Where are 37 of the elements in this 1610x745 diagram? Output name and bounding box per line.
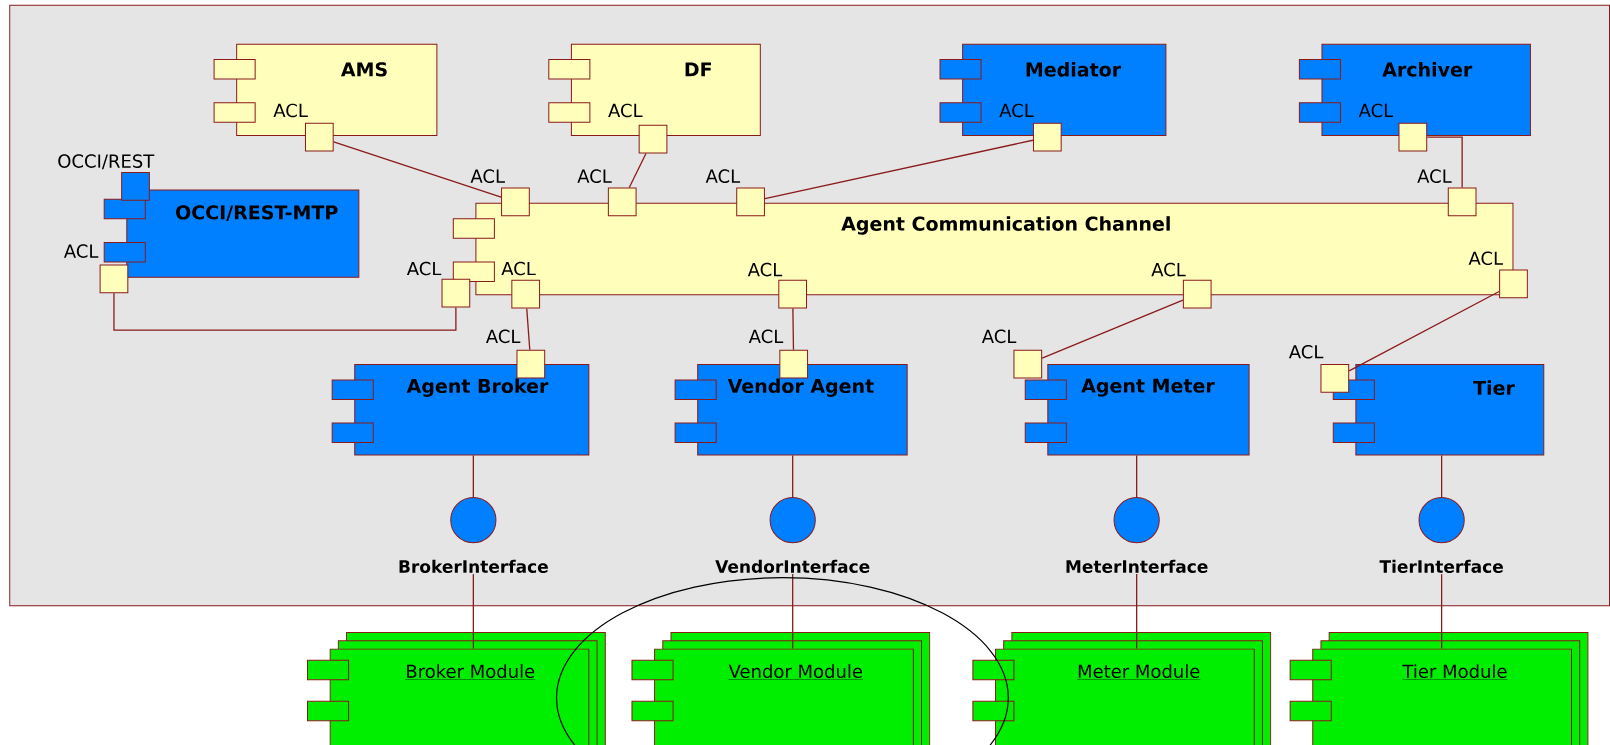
- component-box: Tier: [1332, 364, 1545, 456]
- node-label: ACL: [1468, 251, 1503, 266]
- node-label: ACL: [705, 169, 741, 183]
- node-label: BrokerInterface: [399, 559, 548, 573]
- node-label: ACL: [485, 329, 521, 344]
- node-label: ACL: [747, 262, 783, 277]
- component-box: Archiver ACL: [1298, 43, 1531, 137]
- node-label: OCCI/REST: [58, 154, 155, 170]
- node-label: ACL: [748, 329, 784, 344]
- node-label: ACL: [1417, 169, 1452, 183]
- node-label: ACL: [470, 169, 505, 183]
- node-label: ACL: [406, 261, 442, 276]
- node-label: ACL: [501, 261, 536, 276]
- module-stack: Meter Module: [972, 632, 1272, 745]
- node-label: Vendor Module: [728, 664, 863, 679]
- component-box: Agent Meter: [1024, 364, 1250, 456]
- node-label: VendorInterface: [715, 559, 870, 573]
- node-label: TierInterface: [1379, 559, 1503, 573]
- port: [1032, 122, 1062, 152]
- node-label: MeterInterface: [1066, 559, 1208, 573]
- node-label: ACL: [1151, 262, 1186, 277]
- module-stack: Tier Module: [1289, 632, 1589, 745]
- node-label: ACL: [1288, 344, 1324, 359]
- port: [1398, 122, 1428, 152]
- node-label: ACL: [981, 329, 1017, 344]
- module-stack: Vendor Module: [631, 632, 931, 745]
- module-stack: Broker Module: [307, 632, 606, 745]
- port: [638, 124, 668, 154]
- node-label: ACL: [63, 244, 99, 258]
- component-box: Vendor Agent: [674, 364, 908, 456]
- component-box: DF ACL: [548, 43, 761, 137]
- component-box: Mediator ACL: [939, 43, 1167, 137]
- port: [304, 122, 334, 152]
- component-box: Agent Broker: [331, 364, 590, 456]
- component-box: AMS ACL: [213, 43, 438, 137]
- node-label: ACL: [577, 169, 612, 183]
- component-box: OCCI/REST-MTP: [103, 189, 360, 278]
